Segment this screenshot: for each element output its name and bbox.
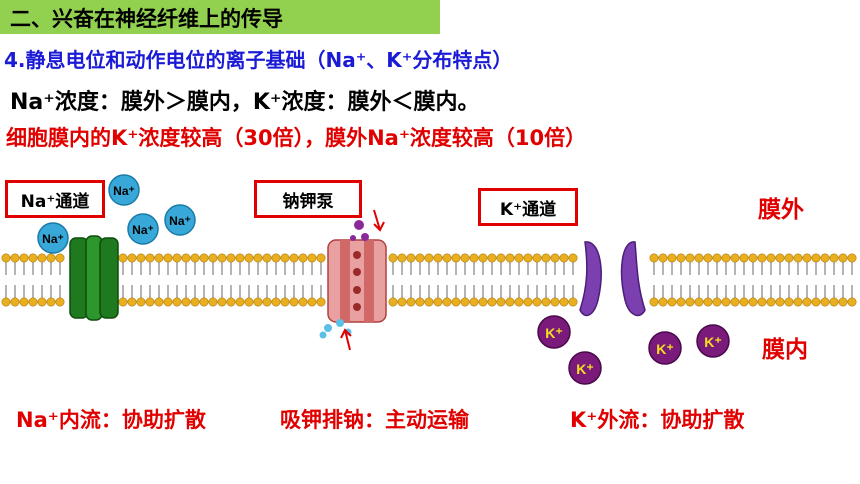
svg-text:Na⁺: Na⁺ [42, 232, 64, 246]
pump-action-note: 吸钾排钠：主动运输 [280, 408, 469, 432]
membrane-diagram: Na⁺ Na⁺ Na⁺ Na⁺ K⁺ K⁺ K⁺ K⁺ [1, 174, 857, 385]
na-channel-label: Na⁺通道 [5, 180, 105, 218]
page-subtitle: 4.静息电位和动作电位的离子基础（Na⁺、K⁺分布特点） [4, 48, 513, 72]
svg-text:Na⁺: Na⁺ [169, 214, 191, 228]
k-ion: K⁺ [537, 315, 571, 349]
pump-label: 钠钾泵 [254, 180, 362, 218]
na-k-pump-shape [327, 239, 387, 323]
na-ion: Na⁺ [108, 174, 140, 206]
na-ion: Na⁺ [37, 222, 69, 254]
na-influx-note: Na⁺内流：协助扩散 [16, 408, 206, 432]
svg-text:K⁺: K⁺ [704, 334, 722, 350]
inside-label: 膜内 [762, 337, 808, 363]
svg-text:Na⁺: Na⁺ [132, 223, 154, 237]
pump-k-particles [350, 220, 369, 241]
ratio-line: 细胞膜内的K⁺浓度较高（30倍），膜外Na⁺浓度较高（10倍） [6, 126, 587, 150]
na-channel-shape [69, 235, 119, 321]
k-channel-label: K⁺通道 [478, 188, 578, 226]
svg-text:K⁺: K⁺ [576, 361, 594, 377]
lipid-bilayer [1, 253, 857, 307]
k-channel-shape [579, 241, 646, 317]
section-banner [0, 0, 440, 34]
svg-text:Na⁺: Na⁺ [113, 184, 135, 198]
k-ion: K⁺ [568, 351, 602, 385]
na-ion: Na⁺ [164, 204, 196, 236]
k-efflux-note: K⁺外流：协助扩散 [570, 408, 745, 432]
k-ion: K⁺ [648, 331, 682, 365]
section-title: 二、兴奋在神经纤维上的传导 [10, 7, 283, 31]
svg-text:K⁺: K⁺ [545, 325, 563, 341]
svg-text:K⁺: K⁺ [656, 341, 674, 357]
outside-label: 膜外 [758, 197, 804, 223]
na-ion: Na⁺ [127, 213, 159, 245]
k-ion: K⁺ [696, 324, 730, 358]
pump-arrows [340, 209, 385, 351]
concentration-line: Na⁺浓度：膜外＞膜内，K⁺浓度：膜外＜膜内。 [10, 90, 480, 115]
